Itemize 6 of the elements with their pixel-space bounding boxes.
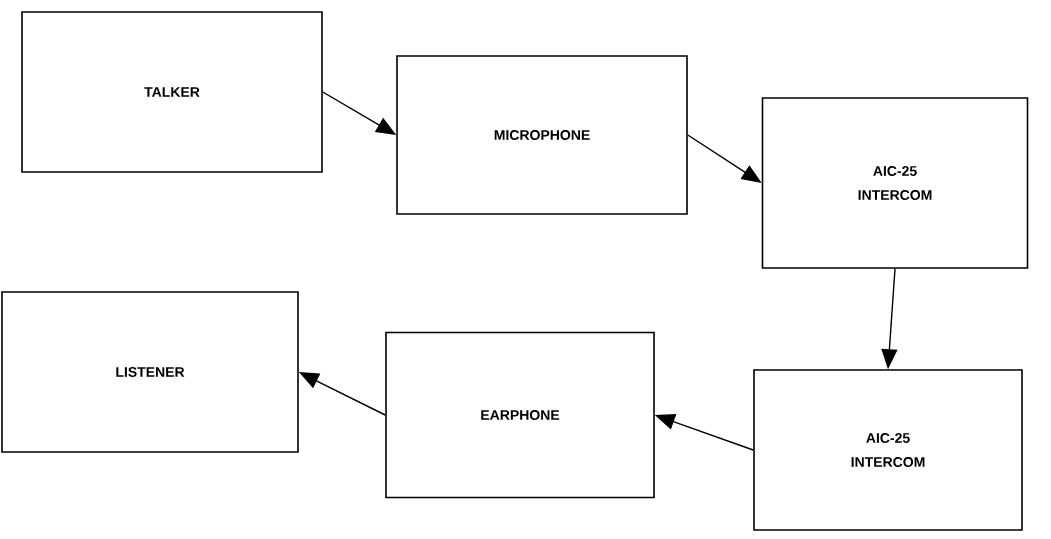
process-box: AIC-25 INTERCOM (761, 97, 1029, 269)
process-box: AIC-25 INTERCOM (753, 369, 1023, 531)
process-box: LISTENER (1, 291, 299, 453)
process-box: MICROPHONE (396, 55, 688, 215)
process-box: EARPHONE (385, 331, 655, 499)
process-box: TALKER (21, 11, 323, 173)
